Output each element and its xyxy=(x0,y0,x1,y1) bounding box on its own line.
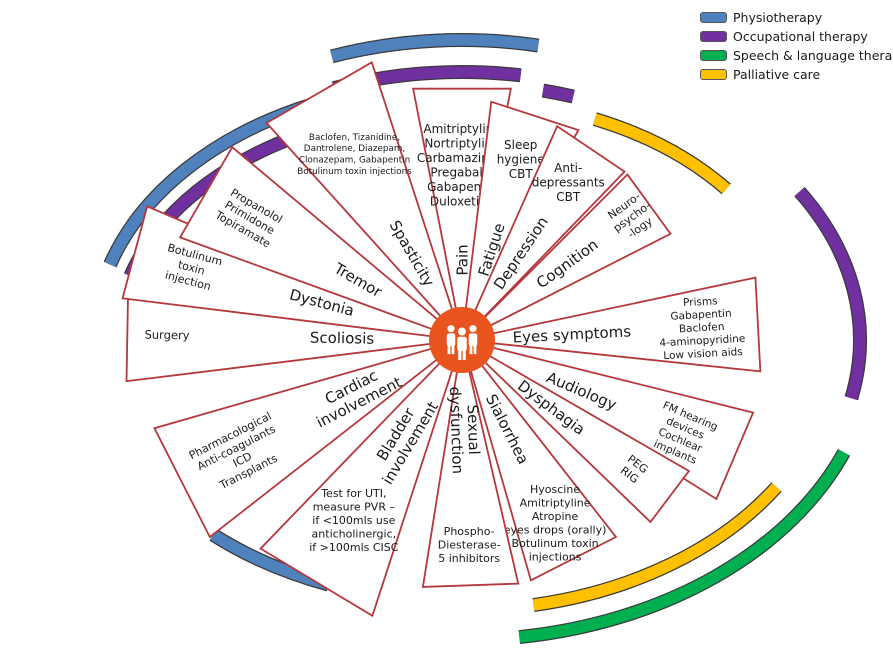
occupational-therapy-arc xyxy=(542,84,575,103)
person-head xyxy=(469,325,477,333)
treatment-item: if <100mls use xyxy=(312,514,395,527)
treatment-item: Hyoscine xyxy=(530,483,580,496)
treatment-item: if >100mls CISC xyxy=(309,541,399,554)
treatment-item: Clonazepam, Gabapentin xyxy=(299,156,410,166)
person-leg xyxy=(458,349,462,361)
treatment-item: depressants xyxy=(532,176,605,190)
treatment-item: 4-aminopyridine xyxy=(659,333,745,349)
people-group-icon xyxy=(446,325,478,361)
legend-swatch xyxy=(700,31,727,42)
person-leg xyxy=(473,344,477,355)
treatment-item: Amitriptyline xyxy=(520,496,591,509)
palliative-care-arc xyxy=(593,113,731,194)
symptom-label-line: Sexual xyxy=(464,404,484,455)
treatment-item: Anti- xyxy=(554,161,582,175)
person-leg xyxy=(469,344,473,355)
treatment-item: Botulinum toxin xyxy=(512,537,599,550)
treatment-list: PrismsGabapentinBaclofen4-aminopyridineL… xyxy=(657,294,746,362)
treatment-item: hygiene xyxy=(497,152,545,166)
person-leg xyxy=(462,349,466,361)
symptom-label: Pain xyxy=(453,244,471,275)
therapy-arcs xyxy=(103,33,867,645)
treatment-item: CBT xyxy=(556,190,581,204)
treatment-item: Surgery xyxy=(144,327,189,342)
person-leg xyxy=(451,344,455,355)
legend-swatch xyxy=(700,50,727,61)
treatment-item: Prisms xyxy=(683,295,718,309)
treatment-item: Baclofen xyxy=(679,321,725,335)
treatment-item: Botulinum toxin injections xyxy=(297,167,412,177)
legend-item-palliative-care: Palliative care xyxy=(700,65,893,84)
treatment-item: Atropine xyxy=(532,510,579,523)
treatment-item: injections xyxy=(529,550,582,563)
treatment-list: Surgery xyxy=(144,327,189,342)
hub xyxy=(429,307,495,373)
person-head xyxy=(458,327,466,336)
person-head xyxy=(447,325,455,333)
speech-language-therapy-arc xyxy=(518,449,850,643)
treatment-list: Neuro-psycho--logy xyxy=(603,188,661,246)
treatment-item: Phospho- xyxy=(444,525,495,538)
treatment-item: Nortriptyline xyxy=(424,136,499,150)
symptom-label: Sexualdysfunction xyxy=(446,386,484,475)
symptom-label-line: Pain xyxy=(453,244,471,275)
treatment-item: Sleep xyxy=(504,138,537,152)
treatment-item: Baclofen, Tizanidine, xyxy=(309,133,400,143)
symptom-label-line: Scoliosis xyxy=(310,329,375,348)
legend-swatch xyxy=(700,69,727,80)
symptom-label: Scoliosis xyxy=(310,329,375,348)
legend-item-speech-language-therapy: Speech & language therapy xyxy=(700,46,893,65)
person-body xyxy=(446,333,456,347)
legend-swatch xyxy=(700,12,727,23)
palliative-care-arc xyxy=(532,483,781,611)
occupational-therapy-arc xyxy=(795,187,866,400)
legend-item-physiotherapy: Physiotherapy xyxy=(700,8,893,27)
treatment-item: Amitriptyline xyxy=(423,122,500,136)
treatment-item: CBT xyxy=(509,167,534,181)
treatment-item: eyes drops (orally) xyxy=(504,523,607,536)
spoke-eyes-symptoms: Eyes symptomsPrismsGabapentinBaclofen4-a… xyxy=(492,276,762,373)
treatment-item: 5 inhibitors xyxy=(438,552,500,565)
physiotherapy-arc xyxy=(330,34,540,62)
treatment-list: Baclofen, Tizanidine,Dantrolene, Diazepa… xyxy=(297,133,412,177)
treatment-item: Test for UTI, xyxy=(320,487,386,500)
treatment-item: Gabapentin xyxy=(670,308,732,323)
treatment-list: Phospho-Diesterase-5 inhibitors xyxy=(438,525,501,565)
person-body xyxy=(457,336,467,352)
legend-label: Occupational therapy xyxy=(733,29,868,44)
symptom-label-line: dysfunction xyxy=(446,386,467,474)
treatment-item: Dantrolene, Diazepam, xyxy=(304,144,405,154)
treatment-item: measure PVR – xyxy=(313,500,395,513)
legend-item-occupational-therapy: Occupational therapy xyxy=(700,27,893,46)
treatment-list: Test for UTI,measure PVR –if <100mls use… xyxy=(309,487,399,554)
treatment-item: Pregabalin xyxy=(430,165,493,179)
treatment-item: Low vision aids xyxy=(663,346,743,362)
legend-label: Physiotherapy xyxy=(733,10,823,25)
person-body xyxy=(468,333,478,347)
treatment-item: Diesterase- xyxy=(438,539,501,552)
legend-label: Speech & language therapy xyxy=(733,48,893,63)
person-leg xyxy=(447,344,451,355)
treatment-item: anticholinergic, xyxy=(312,527,397,540)
legend-label: Palliative care xyxy=(733,67,821,82)
legend: Physiotherapy Occupational therapy Speec… xyxy=(700,8,893,84)
